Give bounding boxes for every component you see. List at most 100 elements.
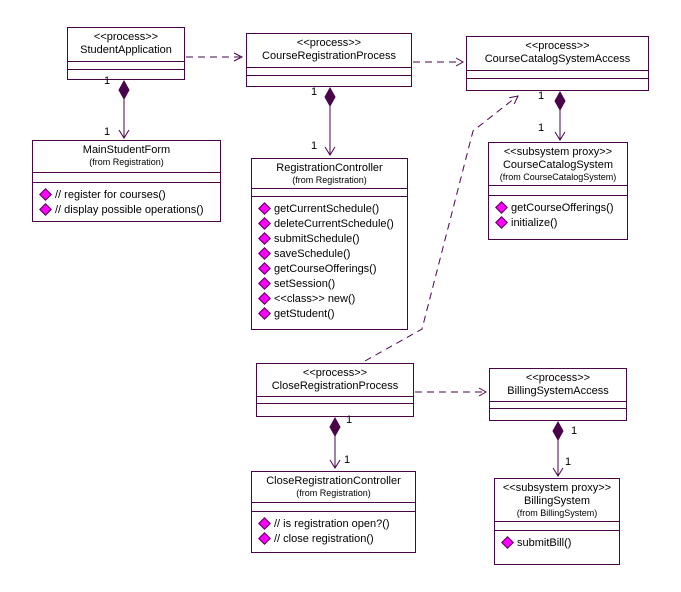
- attributes-compartment: [489, 186, 627, 196]
- stereotype-label: <<process>>: [93, 31, 159, 43]
- operation-item: getCourseOfferings(): [495, 200, 627, 215]
- attributes-compartment: [247, 68, 411, 76]
- class-title: <<subsystem proxy>> CourseCatalogSystem …: [489, 143, 627, 186]
- class-box-close-registration-controller[interactable]: CloseRegistrationController (from Regist…: [251, 471, 416, 553]
- operation-item: // display possible operations(): [39, 202, 220, 217]
- composition-link-student-application-to-main-student-form[interactable]: [118, 79, 130, 139]
- operation-icon: [258, 517, 271, 530]
- stereotype-label: <<process>>: [525, 40, 590, 52]
- stereotype-label: <<subsystem proxy>>: [502, 482, 612, 494]
- operation-label: setSession(): [274, 277, 336, 290]
- class-title: RegistrationController (from Registratio…: [252, 159, 407, 189]
- multiplicity-label: 1: [311, 86, 318, 98]
- operation-label: // display possible operations(): [55, 203, 204, 216]
- dependency-arrow-close-registration-process-to-billing-system-access[interactable]: [415, 387, 488, 397]
- operations-compartment: [490, 409, 626, 420]
- multiplicity-label: 1: [344, 454, 351, 466]
- operation-icon: [258, 247, 271, 260]
- composition-link-course-registration-process-to-registration-controller[interactable]: [324, 86, 336, 156]
- operation-icon: [258, 277, 271, 290]
- multiplicity-label: 1: [104, 126, 111, 138]
- class-name: CourseCatalogSystemAccess: [484, 53, 631, 65]
- operations-compartment: [68, 70, 184, 79]
- operation-icon: [258, 232, 271, 245]
- operation-label: // close registration(): [274, 532, 374, 545]
- operations-compartment: // is registration open?() // close regi…: [252, 512, 415, 552]
- operation-label: getCourseOfferings(): [511, 201, 614, 214]
- operation-icon: [495, 216, 508, 229]
- class-name: CloseRegistrationController: [266, 475, 401, 487]
- from-package-label: (from Registration): [89, 157, 164, 167]
- class-name: BillingSystemAccess: [507, 385, 609, 397]
- dependency-arrow-student-application-to-course-registration-process[interactable]: [186, 52, 244, 62]
- attributes-compartment: [490, 402, 626, 409]
- operation-item: saveSchedule(): [258, 246, 407, 261]
- attributes-compartment: [68, 62, 184, 70]
- class-title: <<subsystem proxy>> BillingSystem (from …: [495, 479, 619, 522]
- operations-compartment: [247, 76, 411, 86]
- operation-item: // register for courses(): [39, 187, 220, 202]
- class-box-billing-system[interactable]: <<subsystem proxy>> BillingSystem (from …: [494, 478, 620, 565]
- operation-icon: [258, 202, 271, 215]
- operation-icon: [258, 292, 271, 305]
- operation-label: getCurrentSchedule(): [274, 202, 380, 215]
- operation-label: getCourseOfferings(): [274, 262, 377, 275]
- multiplicity-label: 1: [538, 122, 545, 134]
- multiplicity-label: 1: [311, 140, 318, 152]
- class-box-course-registration-process[interactable]: <<process>> CourseRegistrationProcess: [246, 33, 412, 87]
- class-title: <<process>> StudentApplication: [68, 28, 184, 62]
- class-box-course-catalog-system-access[interactable]: <<process>> CourseCatalogSystemAccess: [466, 36, 649, 91]
- operation-item: deleteCurrentSchedule(): [258, 216, 407, 231]
- attributes-compartment: [467, 71, 648, 79]
- multiplicity-label: 1: [571, 425, 578, 437]
- operation-item: // close registration(): [258, 531, 415, 546]
- class-title: MainStudentForm (from Registration): [33, 141, 220, 173]
- operation-label: getStudent(): [274, 307, 335, 320]
- class-box-main-student-form[interactable]: MainStudentForm (from Registration) // r…: [32, 140, 221, 222]
- composition-link-billing-system-access-to-billing-system[interactable]: [552, 420, 564, 477]
- operations-compartment: submitBill(): [495, 531, 619, 564]
- class-box-close-registration-process[interactable]: <<process>> CloseRegistrationProcess: [256, 363, 414, 417]
- from-package-label: (from Registration): [296, 488, 371, 498]
- dependency-arrow-course-registration-process-to-course-catalog-system-access[interactable]: [413, 57, 465, 67]
- class-box-registration-controller[interactable]: RegistrationController (from Registratio…: [251, 158, 408, 330]
- class-box-course-catalog-system[interactable]: <<subsystem proxy>> CourseCatalogSystem …: [488, 142, 628, 240]
- class-name: BillingSystem: [523, 495, 591, 507]
- class-title: <<process>> CourseRegistrationProcess: [247, 34, 411, 68]
- operation-icon: [258, 217, 271, 230]
- attributes-compartment: [495, 522, 619, 531]
- operation-icon: [258, 532, 271, 545]
- operation-icon: [501, 536, 514, 549]
- class-title: <<process>> BillingSystemAccess: [490, 369, 626, 402]
- class-name: RegistrationController: [276, 162, 383, 174]
- class-name: CourseRegistrationProcess: [262, 50, 396, 62]
- operation-item: // is registration open?(): [258, 516, 415, 531]
- operation-icon: [495, 201, 508, 214]
- multiplicity-label: 1: [565, 456, 572, 468]
- composition-link-close-registration-process-to-close-registration-controller[interactable]: [329, 416, 341, 469]
- class-box-billing-system-access[interactable]: <<process>> BillingSystemAccess: [489, 368, 627, 421]
- composition-link-course-catalog-system-access-to-course-catalog-system[interactable]: [554, 90, 566, 141]
- operation-item: submitBill(): [501, 535, 619, 550]
- operation-label: submitSchedule(): [274, 232, 360, 245]
- attributes-compartment: [33, 173, 220, 183]
- operation-item: getCourseOfferings(): [258, 261, 407, 276]
- operation-item: setSession(): [258, 276, 407, 291]
- from-package-label: (from Registration): [292, 175, 367, 185]
- operations-compartment: getCourseOfferings() initialize(): [489, 196, 627, 239]
- operation-label: initialize(): [511, 216, 558, 229]
- operation-item: getCurrentSchedule(): [258, 201, 407, 216]
- class-title: <<process>> CourseCatalogSystemAccess: [467, 37, 648, 71]
- multiplicity-label: 1: [346, 414, 353, 426]
- operation-item: initialize(): [495, 215, 627, 230]
- operation-label: deleteCurrentSchedule(): [274, 217, 394, 230]
- operation-icon: [258, 307, 271, 320]
- operations-compartment: getCurrentSchedule() deleteCurrentSchedu…: [252, 197, 407, 329]
- stereotype-label: <<process>>: [302, 367, 368, 379]
- class-title: <<process>> CloseRegistrationProcess: [257, 364, 413, 397]
- attributes-compartment: [252, 503, 415, 512]
- multiplicity-label: 1: [104, 75, 111, 87]
- attributes-compartment: [257, 397, 413, 404]
- class-box-student-application[interactable]: <<process>> StudentApplication: [67, 27, 185, 80]
- class-name: CourseCatalogSystem: [502, 159, 614, 171]
